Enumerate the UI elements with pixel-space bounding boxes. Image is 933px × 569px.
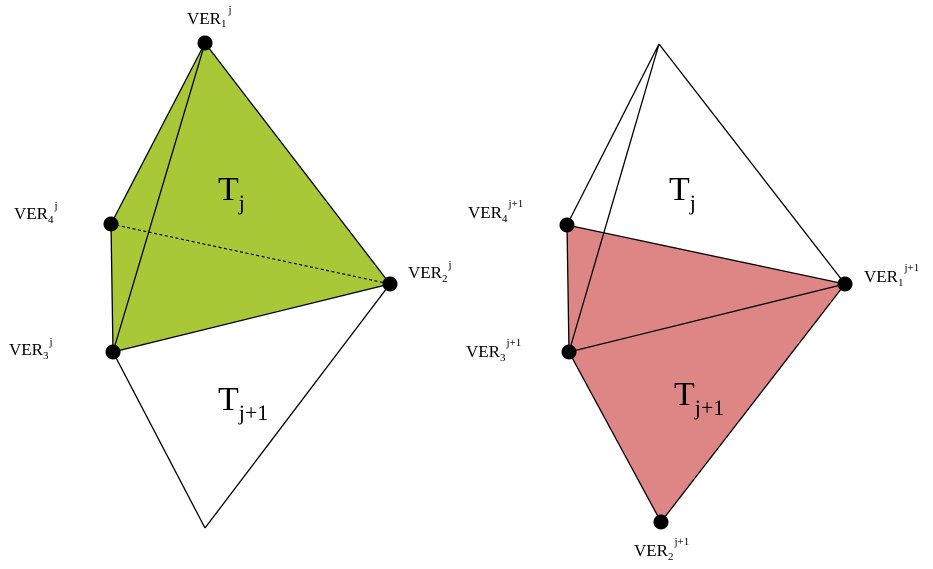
left-tetra-upper-label: Tj — [218, 171, 245, 215]
right-tetra-lower-label: Tj+1 — [674, 376, 724, 420]
left-vertex-3-label: VER3j — [9, 336, 53, 362]
left-edge-3-apex — [112, 351, 206, 529]
left-tetra-lower-label: Tj+1 — [218, 381, 268, 425]
right-edge-3-2 — [568, 351, 662, 523]
left-edge-1-3 — [112, 42, 206, 353]
right-edge-4-1 — [566, 224, 846, 285]
right-edge-apex-1 — [658, 43, 846, 285]
left-edge-4-3 — [110, 223, 114, 353]
left-vertex-2-dot — [382, 276, 398, 292]
right-edge-apex-3 — [568, 43, 660, 353]
right-edge-1-2 — [660, 283, 846, 523]
left-vertex-1-label: VER1j — [187, 4, 232, 30]
right-figure: VER1j+1 VER2j+1 VER3j+1 VER4j+1 Tj Tj+1 — [466, 43, 919, 563]
right-vertex-2-label: VER2j+1 — [634, 536, 689, 563]
right-edge-3-1 — [568, 283, 846, 353]
right-vertex-1-dot — [837, 276, 853, 292]
right-vertex-4-label: VER4j+1 — [468, 198, 523, 225]
right-vertex-2-dot — [653, 514, 669, 530]
left-edge-1-2 — [204, 42, 391, 285]
right-tetra-upper-label: Tj — [669, 171, 696, 215]
right-vertex-1-label: VER1j+1 — [864, 262, 919, 289]
left-vertex-2-label: VER2j — [408, 259, 452, 285]
left-figure: VER1j VER2j VER3j VER4j Tj Tj+1 — [9, 4, 452, 529]
left-vertex-3-dot — [105, 344, 121, 360]
left-edge-4-2-hidden — [110, 223, 391, 285]
right-edge-apex-4 — [566, 43, 660, 226]
right-vertex-3-label: VER3j+1 — [466, 337, 521, 364]
right-vertex-3-dot — [561, 344, 577, 360]
right-vertex-4-dot — [559, 217, 575, 233]
left-vertex-4-dot — [103, 216, 119, 232]
right-tetra-lower-face — [567, 225, 845, 522]
right-edge-4-3 — [566, 224, 570, 353]
left-edge-1-4 — [110, 42, 206, 225]
left-vertex-1-dot — [197, 35, 213, 51]
left-vertex-4-label: VER4j — [14, 200, 58, 226]
left-tetra-upper-face — [111, 43, 390, 352]
left-edge-2-apex — [204, 283, 391, 529]
left-edge-3-2 — [112, 283, 391, 353]
